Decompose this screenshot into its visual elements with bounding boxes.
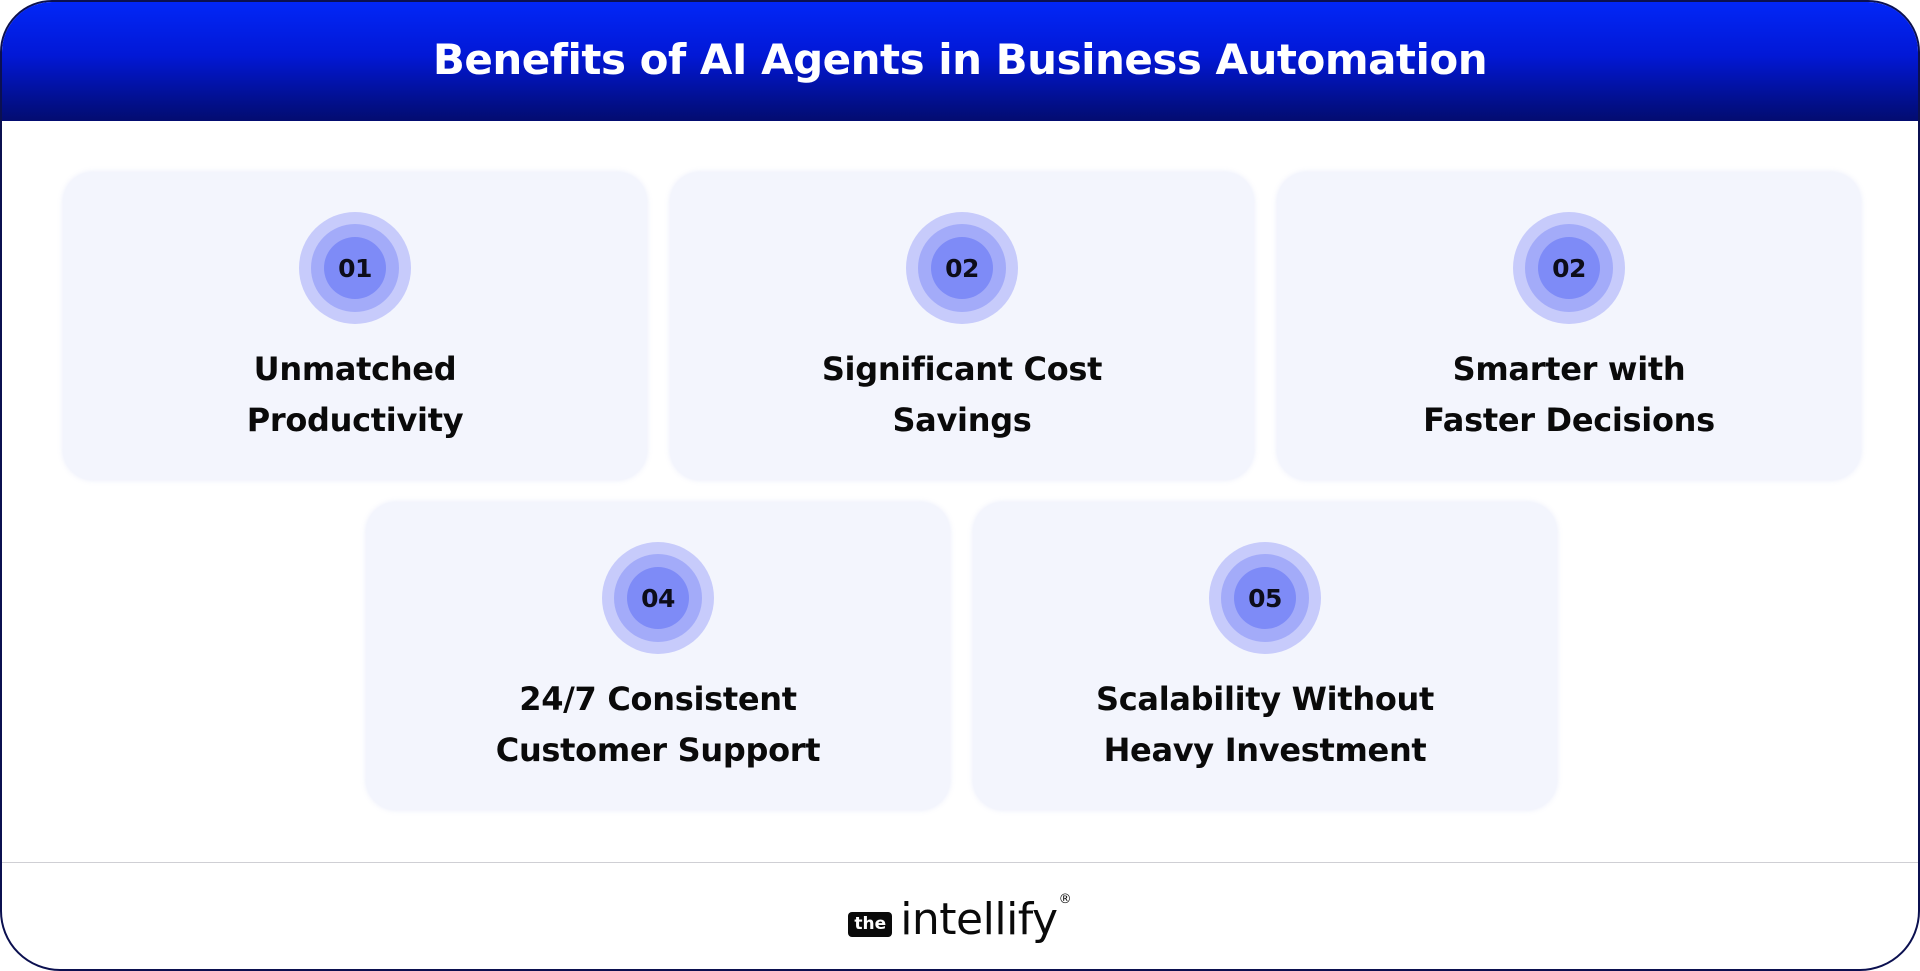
benefit-title: 24/7 Consistent Customer Support [495, 680, 821, 769]
benefit-number: 05 [1248, 583, 1282, 613]
benefit-card-faster-decisions: 02 Smarter with Faster Decisions [1277, 172, 1861, 480]
logo-wordmark: intellify [900, 894, 1058, 945]
benefit-card-customer-support: 04 24/7 Consistent Customer Support [366, 502, 950, 810]
benefit-title: Scalability Without Heavy Investment [1096, 680, 1434, 769]
header-banner: Benefits of AI Agents in Business Automa… [2, 2, 1918, 121]
benefit-number: 02 [1552, 253, 1586, 283]
number-badge-icon: 02 [1513, 212, 1625, 324]
benefit-title: Significant Cost Savings [821, 350, 1103, 439]
benefit-card-cost-savings: 02 Significant Cost Savings [670, 172, 1254, 480]
benefit-number: 04 [641, 583, 675, 613]
number-badge-icon: 05 [1209, 542, 1321, 654]
registered-mark-icon: ® [1058, 892, 1072, 907]
footer-divider [2, 862, 1918, 863]
number-badge-icon: 01 [299, 212, 411, 324]
benefit-title: Smarter with Faster Decisions [1423, 350, 1715, 439]
benefit-number: 01 [338, 253, 372, 283]
number-badge-icon: 02 [906, 212, 1018, 324]
page-title: Benefits of AI Agents in Business Automa… [432, 35, 1488, 84]
benefit-card-productivity: 01 Unmatched Productivity [63, 172, 647, 480]
logo-prefix-badge: the [848, 911, 893, 937]
benefit-title: Unmatched Productivity [246, 350, 464, 439]
benefit-number: 02 [945, 253, 979, 283]
brand-logo: the intellify ® [2, 890, 1918, 950]
benefit-card-scalability: 05 Scalability Without Heavy Investment [973, 502, 1557, 810]
number-badge-icon: 04 [602, 542, 714, 654]
